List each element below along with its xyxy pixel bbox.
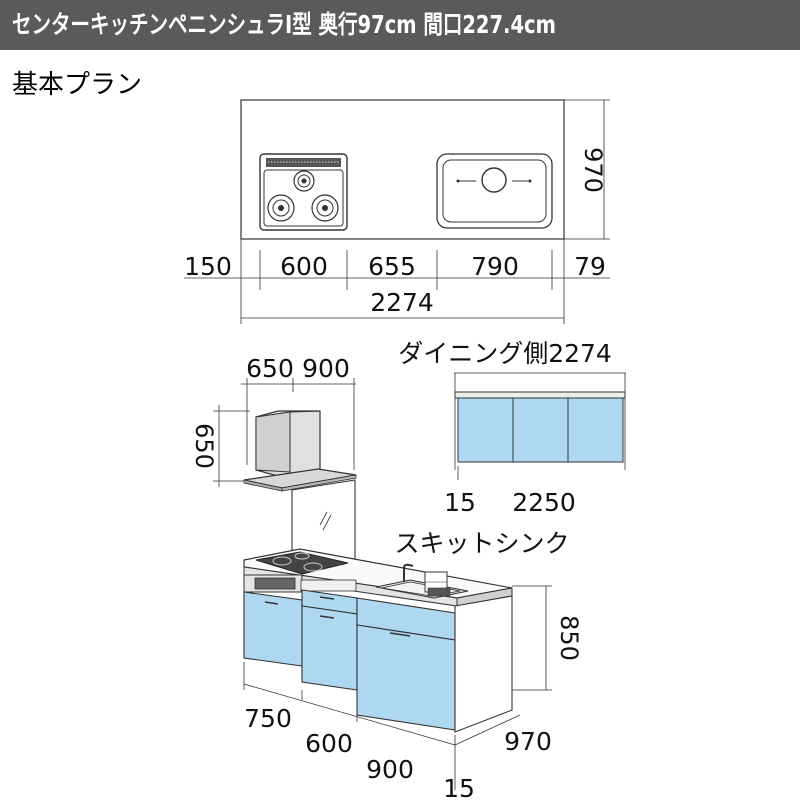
plan-label: 基本プラン [12,70,143,100]
dining-gap-label: 15 [444,488,476,517]
hood-width-label: 650 [246,354,294,383]
segment-label: 790 [471,252,519,281]
segment-label: 600 [280,252,328,281]
front-width-label: 600 [305,729,353,758]
drain-icon [481,167,507,193]
front-bottom-gap-label: 15 [443,774,475,800]
sink-front [375,563,469,599]
dining-side-title: ダイニング側2274 [398,339,612,368]
dining-panel [567,397,624,463]
range-hood: 650 900 650 [190,354,357,573]
front-width-label: 750 [244,704,292,733]
burner-icon [267,194,295,222]
front-width-label: 900 [366,755,414,784]
dining-panel [457,397,514,463]
stove-top [259,153,348,231]
dining-width-label: 2250 [512,488,576,517]
dining-panel [512,397,569,463]
segment-label: 655 [368,252,416,281]
front-height-label: 850 [555,615,583,661]
burner-icon [293,170,315,192]
total-width-label: 2274 [370,288,434,317]
segment-label: 79 [574,252,606,281]
page-title: センターキッチンペニンシュラI型 奥行97cm 間口227.4cm [12,10,556,39]
cabinet-door [301,605,358,691]
front-depth-label: 970 [504,727,552,756]
sink-label: スキットシンク [394,529,569,558]
segment-label: 150 [184,252,232,281]
burner-icon [311,194,339,222]
front-view: 850 750 600 900 15 970 [243,548,583,800]
hood-width-label: 900 [302,354,350,383]
cabinet-door [356,624,456,731]
sink-top [436,153,553,229]
side-panel [454,595,513,733]
top-depth-label: 970 [579,147,607,193]
hood-height-label: 650 [190,423,218,469]
title-bar: センターキッチンペニンシュラI型 奥行97cm 間口227.4cm [0,0,800,50]
stove-front [255,551,349,575]
dining-side-view: ダイニング側2274 15 2250 [398,339,626,517]
top-view: 970 150 600 655 790 79 2274 [184,99,610,324]
